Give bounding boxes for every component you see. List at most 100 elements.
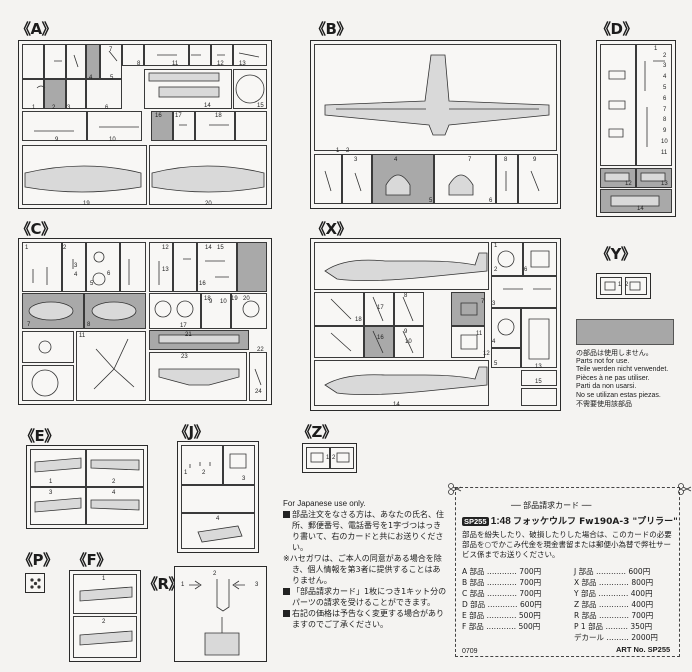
section-label-e: 《E》 bbox=[20, 427, 59, 445]
legend-line: 不需要使用該部品 bbox=[576, 400, 632, 408]
notes-title: For Japanese use only. bbox=[283, 499, 366, 508]
part-x-cell bbox=[314, 326, 364, 358]
kit-scale: 1:48 bbox=[490, 516, 511, 527]
price-row-d[interactable]: D 部品 ………… 600円 bbox=[462, 600, 542, 609]
legend-line: Parti da non usarsi. bbox=[576, 383, 637, 390]
part-a-cell bbox=[173, 111, 195, 141]
price-row-z[interactable]: Z 部品 ………… 400円 bbox=[574, 600, 654, 609]
legend-line: Teile werden nicht verwendet. bbox=[576, 366, 669, 373]
sprue-b: 1 2 3 4 5 6 7 8 9 bbox=[310, 40, 561, 209]
sprue-r-drawing bbox=[189, 579, 245, 656]
section-label-a: 《A》 bbox=[16, 20, 57, 38]
section-label-b: 《B》 bbox=[311, 20, 351, 38]
part-z-cell bbox=[330, 447, 354, 469]
part-c-cell bbox=[149, 293, 201, 329]
part-x-cell bbox=[521, 388, 557, 406]
scissors-icon bbox=[448, 483, 462, 495]
part-a-cell bbox=[44, 79, 66, 109]
part-c-cell bbox=[22, 242, 62, 292]
part-y-cell bbox=[625, 277, 647, 295]
price-row-b[interactable]: B 部品 ………… 700円 bbox=[462, 578, 542, 587]
sprue-d-drawing bbox=[604, 60, 666, 207]
sprue-c-drawing bbox=[28, 251, 262, 397]
part-x-cell bbox=[394, 326, 424, 358]
part-a-cell bbox=[87, 111, 142, 141]
sprue-a-drawing bbox=[24, 50, 265, 193]
part-x-cell bbox=[491, 308, 521, 348]
price-row-f[interactable]: F 部品 ………… 500円 bbox=[462, 622, 541, 631]
sprue-e: 1 2 3 4 bbox=[26, 445, 148, 529]
section-label-c: 《C》 bbox=[16, 220, 56, 238]
part-x-cell bbox=[491, 242, 523, 276]
bullet-icon bbox=[283, 610, 290, 617]
section-label-f: 《F》 bbox=[72, 551, 111, 569]
part-x-cell bbox=[451, 292, 485, 326]
scissors-icon bbox=[678, 483, 692, 495]
section-label-y: 《Y》 bbox=[596, 245, 636, 263]
price-row-e[interactable]: E 部品 ………… 500円 bbox=[462, 611, 541, 620]
section-label-x: 《X》 bbox=[311, 220, 352, 238]
part-a-cell bbox=[122, 44, 144, 66]
part-a-cell bbox=[22, 44, 44, 79]
sprue-x-drawing bbox=[324, 250, 551, 395]
part-d-cell bbox=[636, 44, 672, 166]
part-a-cell bbox=[233, 69, 267, 109]
card-title: ── 部品請求カード ── bbox=[511, 501, 592, 510]
section-label-z: 《Z》 bbox=[297, 423, 337, 441]
art-number: ART No. SP255 bbox=[616, 645, 671, 654]
part-b-cell bbox=[518, 154, 558, 204]
legend-line: Pièces à ne pas utiliser. bbox=[576, 374, 650, 382]
sprue-x: 1 2 3 4 5 6 7 8 9 10 11 12 13 14 15 16 1… bbox=[310, 238, 561, 411]
section-label-j: 《J》 bbox=[174, 423, 209, 441]
note-item: 右記の価格は予告なく変更する場合がありますのでご了承ください。 bbox=[292, 609, 444, 629]
part-j-cell bbox=[181, 485, 255, 513]
sprue-z-drawing bbox=[310, 452, 350, 463]
part-d-cell bbox=[600, 44, 636, 166]
part-x-cell bbox=[314, 292, 364, 326]
price-row-c[interactable]: C 部品 ………… 700円 bbox=[462, 589, 542, 598]
price-row-x[interactable]: X 部品 ………… 800円 bbox=[574, 578, 654, 587]
part-c-cell bbox=[201, 293, 231, 329]
part-b-cell bbox=[314, 154, 342, 204]
part-c-cell bbox=[231, 293, 267, 329]
part-a-cell bbox=[86, 44, 100, 79]
part-x-cell bbox=[491, 276, 557, 308]
part-a-cell bbox=[86, 79, 122, 109]
part-x-cell bbox=[394, 292, 424, 326]
sprue-f-drawing bbox=[79, 586, 133, 646]
price-row-decal[interactable]: デカール ……… 2000円 bbox=[574, 633, 658, 642]
card-kit-line: SP255 1:48 フォッケウルフ Fw190A-3 "プリラー" bbox=[462, 514, 678, 527]
price-row-j[interactable]: J 部品 ………… 600円 bbox=[574, 567, 651, 576]
part-a-cell bbox=[235, 111, 267, 141]
part-a-cell bbox=[100, 44, 122, 79]
sprue-j: 1 2 3 4 bbox=[177, 441, 259, 553]
part-c-cell bbox=[62, 242, 86, 292]
sprue-y: 1 2 bbox=[596, 273, 651, 299]
sprue-p-drawing bbox=[30, 578, 41, 589]
sprue-a: 1 2 3 4 5 6 7 8 9 10 11 12 13 14 15 16 1… bbox=[18, 40, 272, 209]
part-x-cell bbox=[364, 292, 394, 326]
bullet-icon bbox=[283, 511, 290, 518]
legend-line: No se utilizan estas piezas. bbox=[576, 391, 661, 399]
part-c-cell bbox=[120, 242, 146, 292]
sprue-z: 1 2 bbox=[302, 443, 357, 473]
price-row-a[interactable]: A 部品 ………… 700円 bbox=[462, 567, 542, 576]
japanese-order-notes: For Japanese use only. 部品注文をなさる方は、あなたの氏名… bbox=[283, 498, 448, 630]
part-x-cell bbox=[364, 326, 394, 358]
part-x-cell bbox=[521, 370, 557, 386]
kit-code-badge: SP255 bbox=[462, 517, 489, 526]
note-item: ※ハセガワは、ご本人の同意がある場合を除き、個人情報を第3者に提供することはあり… bbox=[283, 554, 442, 585]
price-row-p1[interactable]: P 1 部品 ……… 350円 bbox=[574, 622, 653, 631]
unused-parts-swatch bbox=[576, 319, 674, 345]
part-x-cell bbox=[491, 348, 521, 368]
sprue-j-drawing bbox=[189, 453, 247, 543]
note-item: 「部品請求カード」1枚につき1キット分のパーツの請求を受けることができます。 bbox=[292, 587, 447, 607]
price-row-y[interactable]: Y 部品 ………… 400円 bbox=[574, 589, 653, 598]
note-item: 部品注文をなさる方は、あなたの氏名、住所、郵便番号、電話番号を1字づつはっきり書… bbox=[292, 510, 444, 552]
legend-jp: の部品は使用しません。 bbox=[576, 349, 653, 357]
part-a-cell bbox=[44, 44, 66, 79]
sprue-p bbox=[25, 573, 45, 593]
sprue-f: 1 2 bbox=[69, 570, 141, 662]
part-x-cell bbox=[523, 242, 557, 276]
price-row-r[interactable]: R 部品 ………… 700円 bbox=[574, 611, 654, 620]
